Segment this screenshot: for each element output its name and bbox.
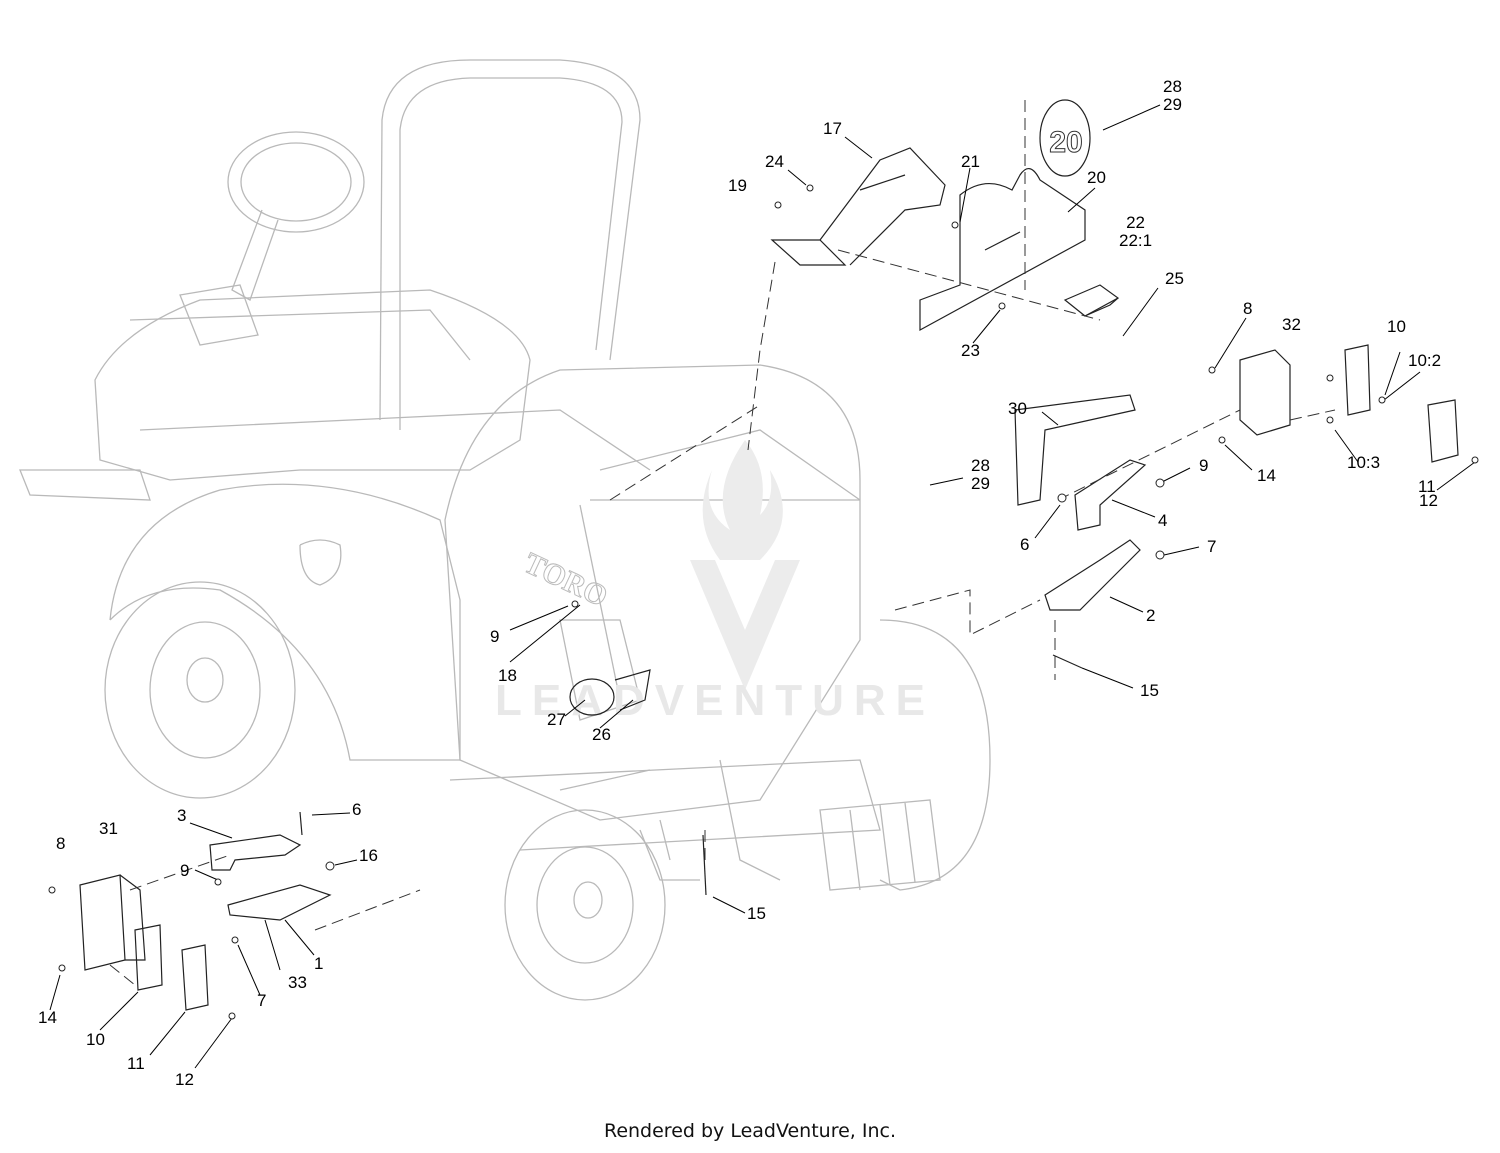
- housing-31: [79, 874, 126, 971]
- callout-32: 32: [1282, 315, 1301, 334]
- callout-17: 17: [823, 119, 842, 138]
- callout-23: 23: [961, 341, 980, 360]
- callout-line: 22: [1126, 213, 1145, 232]
- light-22: [1063, 284, 1120, 317]
- decal-number: 20: [1049, 126, 1082, 159]
- callout-12-top: 12: [1419, 491, 1438, 510]
- watermark-text: LEADVENTURE: [495, 676, 935, 725]
- reflector-11: [1427, 399, 1459, 463]
- bracket-17: [770, 239, 847, 266]
- callout-9-right: 9: [1199, 456, 1209, 475]
- callout-line: 29: [971, 474, 990, 493]
- callout-33: 33: [288, 973, 307, 992]
- bracket-2: [1044, 539, 1141, 611]
- callout-11-left: 11: [127, 1054, 145, 1073]
- callout-6-left: 6: [352, 800, 362, 819]
- vehicle-outline: [19, 59, 991, 1001]
- watermark-logo: [690, 440, 800, 690]
- leader-lines: [49, 104, 1476, 1069]
- front-wheel: [504, 809, 666, 1001]
- callout-11-top: 11: [1418, 477, 1436, 496]
- callout-3: 3: [177, 806, 187, 825]
- callout-19: 19: [728, 176, 747, 195]
- callout-26: 26: [592, 725, 611, 744]
- callout-line: 28: [971, 456, 990, 475]
- callout-6-right: 6: [1020, 535, 1030, 554]
- callout-15-bottom: 15: [747, 904, 766, 923]
- callout-27: 27: [547, 710, 566, 729]
- tube-4: [1074, 459, 1147, 531]
- handle-3: [209, 834, 302, 871]
- bracket-1: [227, 884, 332, 921]
- footer-credit: Rendered by LeadVenture, Inc.: [603, 1120, 897, 1142]
- callout-1: 1: [314, 954, 324, 973]
- horn-27: [569, 678, 615, 716]
- callout-line: 28: [1163, 77, 1182, 96]
- reflector-11-lower: [181, 944, 209, 1011]
- fasteners: [48, 184, 1479, 1020]
- speed-decal: [1039, 99, 1091, 177]
- callout-7-left: 7: [257, 991, 267, 1010]
- callout-21: 21: [961, 152, 980, 171]
- callout-24: 24: [765, 152, 784, 171]
- callout-31: 31: [99, 819, 118, 838]
- callout-16: 16: [359, 846, 378, 865]
- bracket-10: [1344, 344, 1371, 416]
- assembly-lines: [109, 100, 1336, 986]
- callout-8-left: 8: [56, 834, 66, 853]
- callout-25: 25: [1165, 269, 1184, 288]
- housing-32: [1239, 349, 1291, 436]
- callout-10-3: 10:3: [1347, 453, 1381, 472]
- brand-label: TORO: [519, 546, 613, 613]
- hood-body: [444, 364, 861, 821]
- callout-9-mid: 9: [490, 627, 500, 646]
- parts: [79, 99, 1459, 1011]
- callout-10-left: 10: [86, 1030, 105, 1049]
- callout-10-top: 10: [1387, 317, 1406, 336]
- callout-10-2: 10:2: [1408, 351, 1442, 370]
- bracket-10-lower: [134, 924, 163, 991]
- plate-20: [919, 168, 1086, 332]
- tube-30: [1014, 394, 1136, 506]
- steering-wheel: [227, 131, 365, 233]
- callout-12-left: 12: [175, 1070, 194, 1089]
- callout-14-top: 14: [1257, 466, 1276, 485]
- callout-line: 29: [1163, 95, 1182, 114]
- callout-15-right: 15: [1140, 681, 1159, 700]
- pins: [299, 654, 1083, 896]
- callout-30: 30: [1008, 399, 1027, 418]
- roll-bar: [379, 59, 641, 421]
- callout-18: 18: [498, 666, 517, 685]
- rear-wheel: [104, 581, 296, 799]
- callout-20: 20: [1087, 168, 1106, 187]
- callout-7-right: 7: [1207, 537, 1217, 556]
- callout-8-top: 8: [1243, 299, 1253, 318]
- callout-2: 2: [1146, 606, 1156, 625]
- callout-14-left: 14: [38, 1008, 57, 1027]
- callout-line: 22:1: [1119, 231, 1153, 250]
- callout-4: 4: [1158, 511, 1168, 530]
- callout-9-left: 9: [180, 861, 190, 880]
